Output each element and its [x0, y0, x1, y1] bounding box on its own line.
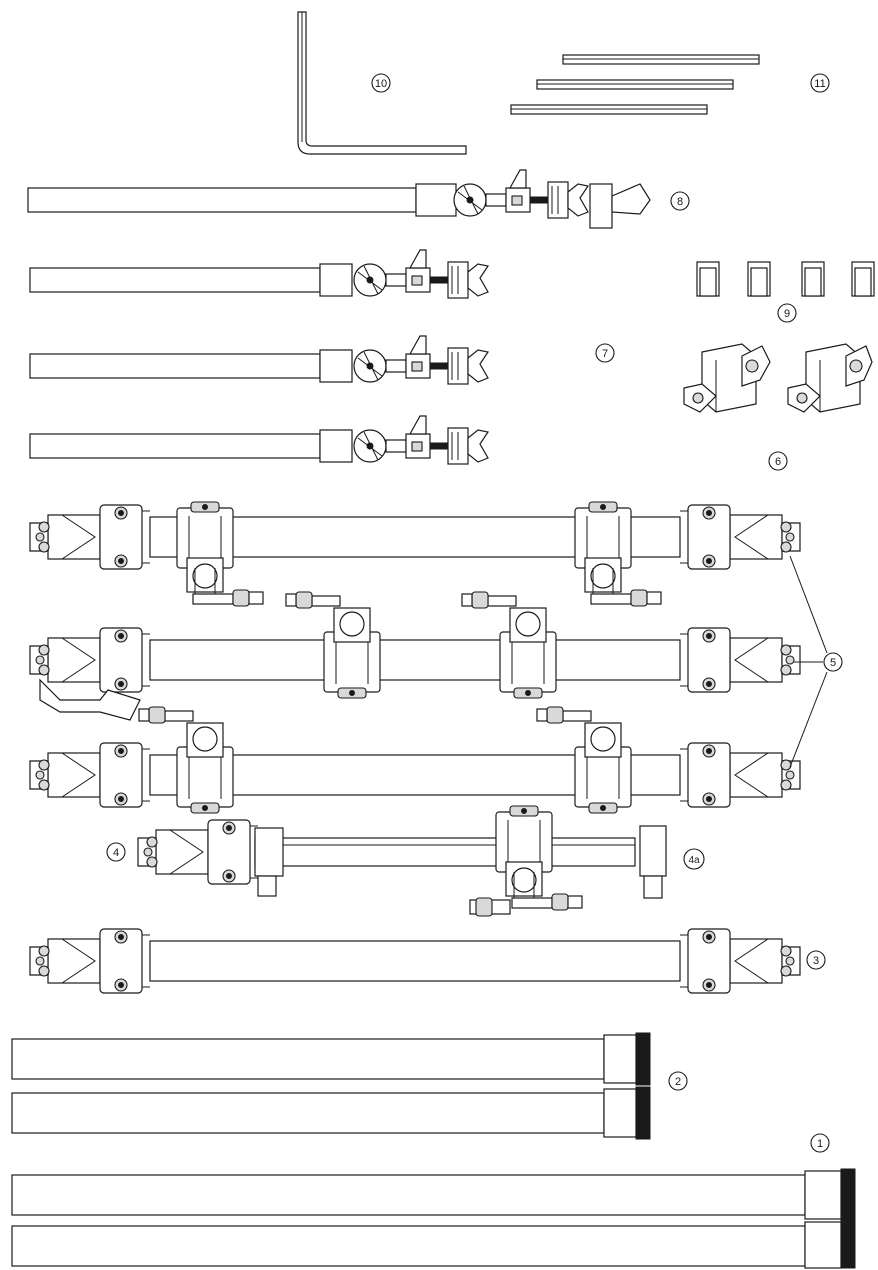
callout-1-label: 1 — [817, 1138, 823, 1150]
boom-arm-1 — [29, 249, 489, 299]
callout-4a-label: 4a — [688, 855, 700, 866]
callout-2-label: 2 — [675, 1076, 681, 1088]
callout-10: 10 — [371, 73, 391, 93]
allen-key — [297, 11, 467, 155]
callout-9-label: 9 — [784, 308, 790, 320]
callout-4: 4 — [106, 842, 126, 862]
callout-2: 2 — [668, 1071, 688, 1091]
crossbar-with-extension — [137, 805, 667, 917]
callout-7: 7 — [595, 343, 615, 363]
callout-3-label: 3 — [813, 955, 819, 967]
crossbar-a — [29, 501, 800, 607]
callout-4a: 4a — [683, 848, 705, 870]
long-boom-arm — [27, 169, 651, 229]
medium-tube-2 — [11, 1086, 651, 1140]
boom-arm-3 — [29, 415, 489, 465]
callout-3: 3 — [806, 950, 826, 970]
bar-strips — [510, 54, 760, 115]
medium-tube-1 — [11, 1032, 651, 1086]
callout-8: 8 — [670, 191, 690, 211]
callout-5: 5 — [823, 652, 843, 672]
callout-8-label: 8 — [677, 196, 683, 208]
callout-11-label: 11 — [814, 78, 825, 90]
t-clamp-right — [787, 343, 873, 413]
callout-7-label: 7 — [602, 348, 608, 360]
callout-6: 6 — [768, 451, 788, 471]
callout-6-label: 6 — [775, 456, 781, 468]
callout-10-label: 10 — [375, 78, 387, 90]
t-clamp-left — [683, 343, 771, 413]
callout-5-leaders — [789, 555, 828, 768]
boom-arm-2 — [29, 335, 489, 385]
callout-9: 9 — [777, 303, 797, 323]
callout-4-label: 4 — [113, 847, 119, 859]
end-caps — [696, 261, 875, 297]
crossbar-c — [29, 706, 800, 814]
long-tube-2 — [11, 1219, 856, 1269]
callout-5-label: 5 — [830, 657, 836, 669]
long-tube-1 — [11, 1168, 856, 1222]
plain-crossbar — [29, 928, 800, 994]
crossbar-b — [29, 591, 800, 721]
callout-1: 1 — [810, 1133, 830, 1153]
callout-11: 11 — [810, 73, 830, 93]
